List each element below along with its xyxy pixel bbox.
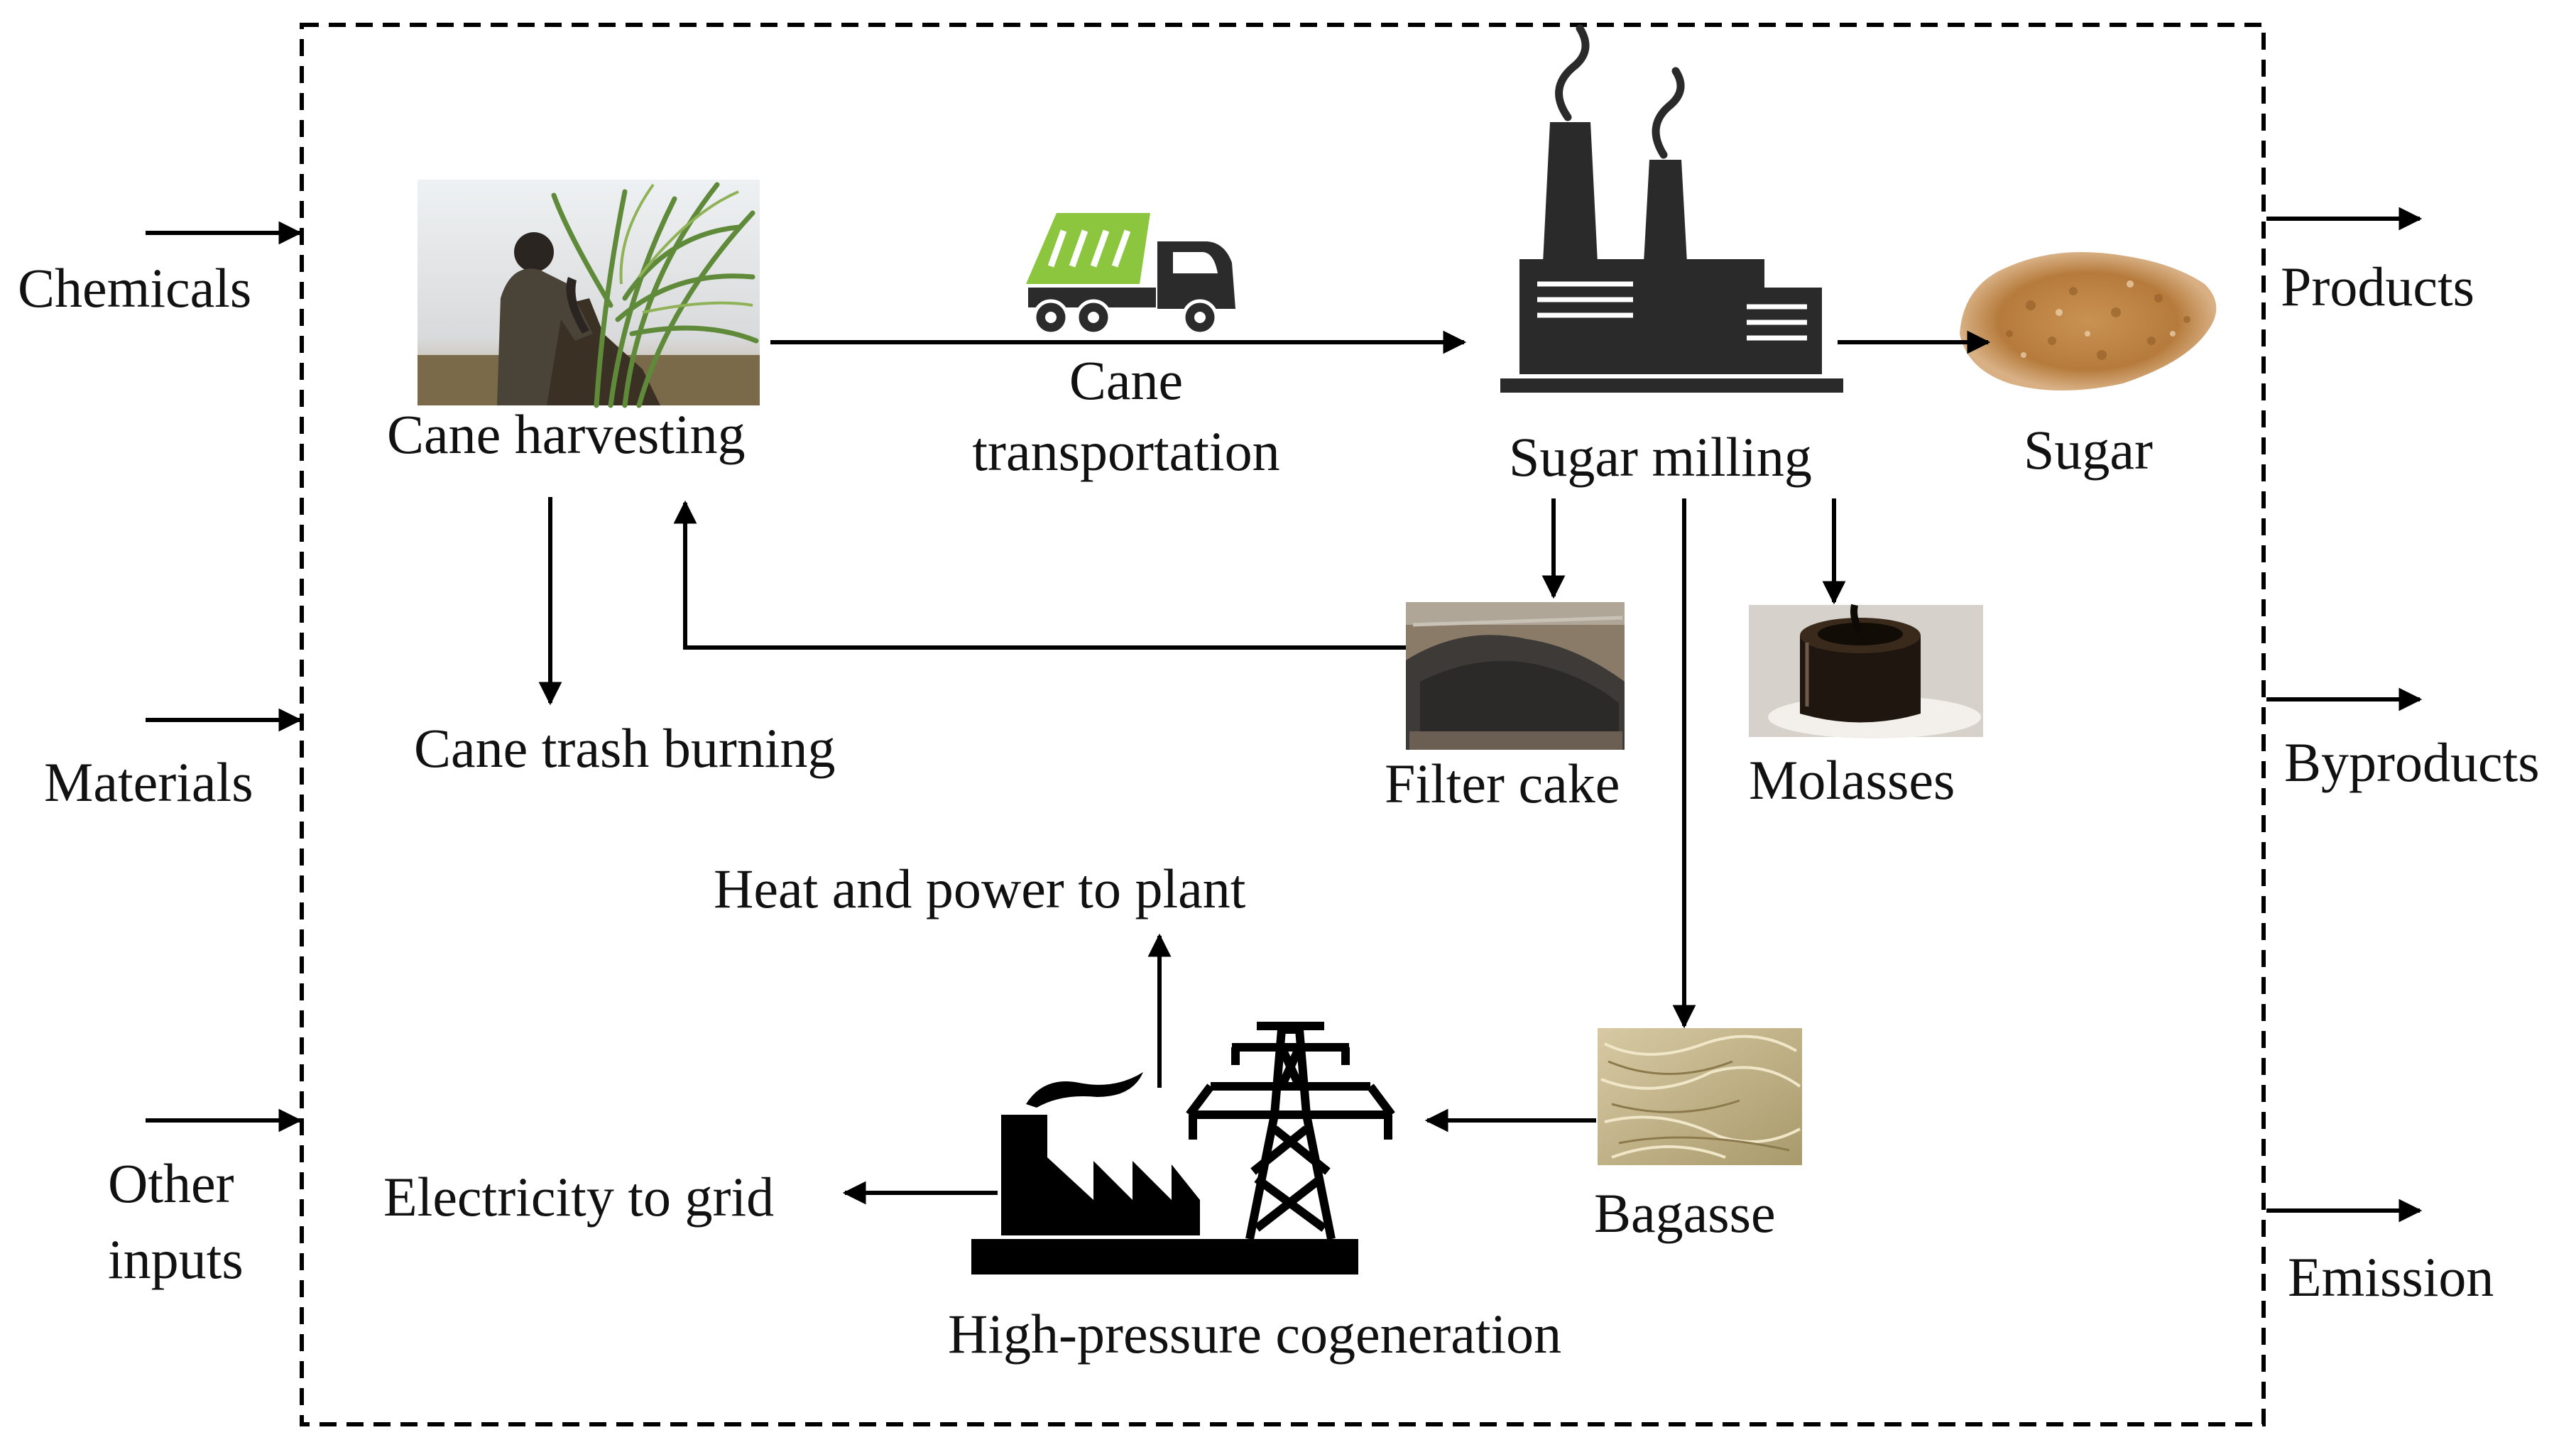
label-filter-cake: Filter cake xyxy=(1385,753,1620,814)
bagasse-photo xyxy=(1598,1028,1802,1165)
label-products: Products xyxy=(2281,256,2474,317)
sugar-mill-factory-icon xyxy=(1500,24,1843,393)
molasses-jar-photo xyxy=(1749,604,1983,738)
label-cane-harvesting: Cane harvesting xyxy=(387,403,746,465)
sugar-pile-photo xyxy=(1960,252,2217,391)
label-chemicals: Chemicals xyxy=(18,257,251,319)
label-heat-power: Heat and power to plant xyxy=(714,858,1246,919)
label-bagasse: Bagasse xyxy=(1594,1182,1776,1244)
sugarcane-harvest-photo xyxy=(417,180,760,408)
dump-truck-icon xyxy=(1026,213,1235,336)
label-byproducts: Byproducts xyxy=(2284,731,2540,793)
label-materials: Materials xyxy=(44,751,253,813)
label-cogeneration: High-pressure cogeneration xyxy=(948,1303,1561,1365)
label-other-line1: Other xyxy=(108,1152,234,1214)
label-sugar-milling: Sugar milling xyxy=(1509,426,1812,488)
label-cane-transport-line2: transportation xyxy=(972,420,1279,482)
filter-cake-photo xyxy=(1406,602,1625,750)
arrow-filtercake-to-harvest xyxy=(673,500,1406,650)
label-molasses: Molasses xyxy=(1749,749,1955,811)
label-cane-trash-burning: Cane trash burning xyxy=(414,717,836,779)
power-tower-icon xyxy=(1186,1022,1395,1240)
label-emission: Emission xyxy=(2288,1246,2494,1308)
label-cane-transport-line1: Cane xyxy=(1069,349,1183,411)
label-sugar: Sugar xyxy=(2024,419,2153,481)
label-other-line2: inputs xyxy=(108,1228,244,1290)
cogeneration-plant-icon xyxy=(971,1072,1358,1274)
label-electricity-grid: Electricity to grid xyxy=(383,1166,774,1228)
